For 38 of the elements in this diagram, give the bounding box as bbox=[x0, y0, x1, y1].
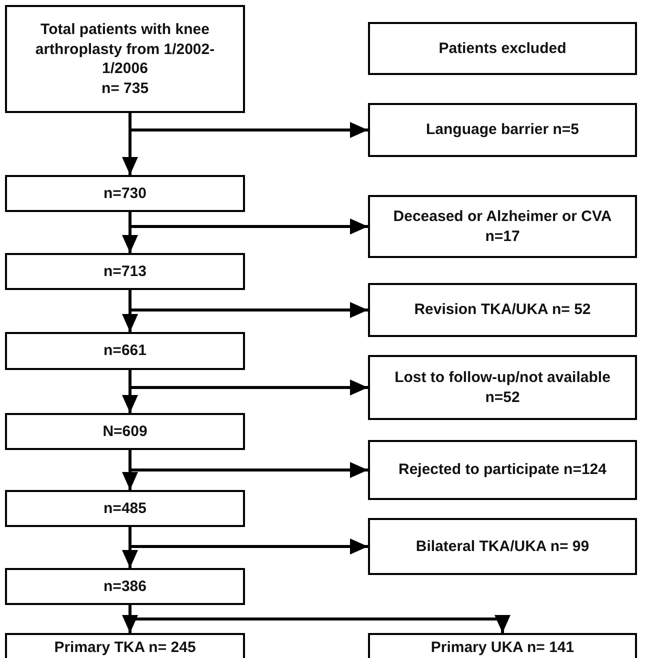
arrow bbox=[128, 370, 368, 396]
arrow bbox=[128, 527, 368, 554]
box-text: Primary TKA n= 245 bbox=[54, 638, 196, 658]
flow-box bbox=[368, 195, 637, 258]
flow-box bbox=[368, 633, 637, 658]
box-text: Bilateral TKA/UKA n= 99 bbox=[416, 536, 590, 556]
flow-box bbox=[5, 253, 245, 290]
flow-box bbox=[368, 22, 637, 75]
flow-box bbox=[368, 440, 637, 500]
arrow bbox=[128, 212, 368, 234]
box-text: Deceased or Alzheimer or CVA n=17 bbox=[392, 207, 613, 246]
flow-box bbox=[368, 283, 637, 337]
flow-box bbox=[368, 518, 637, 575]
flow-box bbox=[5, 633, 245, 658]
box-text: n=730 bbox=[104, 184, 146, 204]
flow-box bbox=[368, 103, 637, 157]
box-text: Rejected to participate n=124 bbox=[398, 460, 606, 480]
box-text: n=661 bbox=[104, 341, 146, 361]
arrow bbox=[128, 450, 368, 478]
flow-box bbox=[5, 175, 245, 212]
flow-box bbox=[5, 5, 245, 113]
box-text: n=386 bbox=[104, 576, 146, 596]
flow-box bbox=[5, 413, 245, 450]
box-text: n= 735 bbox=[101, 78, 149, 98]
flow-box bbox=[5, 568, 245, 605]
flow-box bbox=[5, 490, 245, 527]
arrow bbox=[128, 290, 368, 318]
box-text: N=609 bbox=[102, 422, 148, 442]
box-text: Primary UKA n= 141 bbox=[430, 638, 574, 658]
box-text: Language barrier n=5 bbox=[426, 120, 579, 140]
box-text: Lost to follow-up/not available n=52 bbox=[394, 368, 612, 407]
arrow bbox=[128, 113, 368, 138]
box-text: n=713 bbox=[104, 262, 146, 282]
flow-box bbox=[5, 332, 245, 370]
flow-box bbox=[368, 355, 637, 420]
box-text: Revision TKA/UKA n= 52 bbox=[414, 300, 591, 320]
box-text: n=485 bbox=[104, 498, 146, 518]
box-text: Patients excluded bbox=[438, 38, 566, 58]
